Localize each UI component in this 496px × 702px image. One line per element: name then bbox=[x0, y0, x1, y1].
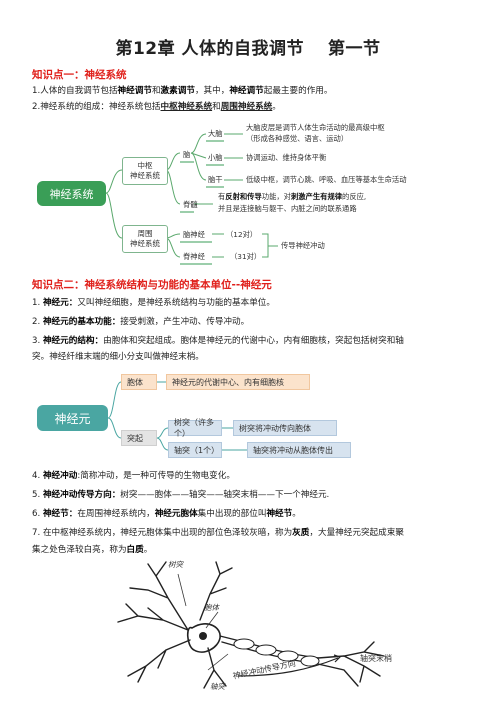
cranial-nerve-count: （12对） bbox=[226, 230, 258, 239]
spinal-desc-2: 并且是连接脑与躯干、内脏之间的联系通路 bbox=[218, 204, 357, 213]
soma-desc-node: 神经元的代谢中心、内有细胞核 bbox=[166, 374, 310, 390]
cerebellum-desc: 协调运动、维持身体平衡 bbox=[246, 153, 327, 162]
central-nervous-system: 中枢 神经系统 bbox=[122, 157, 168, 185]
chapter-title: 第12章 人体的自我调节 bbox=[115, 39, 305, 59]
mindmap2-root: 神经元 bbox=[37, 405, 108, 431]
spinal-nerve-label: 脊神经 bbox=[183, 252, 205, 261]
kp2-item6: 6. 神经节：在周围神经系统内，神经元胞体集中出现的部位叫神经节。 bbox=[32, 509, 301, 519]
kp2-item7-cont: 集之处色泽较白亮，称为白质。 bbox=[32, 545, 153, 555]
figure-label-axon-terminal: 轴突末梢 bbox=[360, 654, 392, 663]
kp2-item4: 4. 神经冲动:简称冲动，是一种可传导的生物电变化。 bbox=[32, 471, 235, 481]
figure-label-axon: 轴突 bbox=[210, 682, 225, 691]
brainstem-desc: 低级中枢，调节心跳、呼吸、血压等基本生命活动 bbox=[246, 175, 407, 184]
process-node: 突起 bbox=[121, 430, 157, 446]
spinal-desc-1: 有反射和传导功能，对刺激产生有规律的反应, bbox=[218, 192, 367, 201]
kp2-item2: 2. 神经元的基本功能：接受刺激，产生冲动、传导冲动。 bbox=[32, 317, 250, 327]
dendrite-desc-node: 树突将冲动传向胞体 bbox=[233, 420, 337, 436]
kp2-item1: 1. 神经元：又叫神经细胞，是神经系统结构与功能的基本单位。 bbox=[32, 298, 275, 308]
cerebrum-label: 大脑 bbox=[208, 129, 223, 138]
cranial-nerve-label: 脑神经 bbox=[183, 230, 205, 239]
mindmap1-root: 神经系统 bbox=[37, 181, 106, 206]
cerebrum-desc-2: （形成各种感觉、语言、运动） bbox=[246, 134, 349, 143]
axon-node: 轴突（1个） bbox=[168, 442, 222, 458]
figure-label-dendrite: 树突 bbox=[168, 560, 183, 569]
neuron-diagram bbox=[117, 561, 385, 689]
section-title: 第一节 bbox=[328, 39, 381, 59]
mindmap2-connectors bbox=[107, 381, 247, 451]
kp1-line2: 2.神经系统的组成：神经系统包括中枢神经系统和周围神经系统。 bbox=[32, 102, 281, 112]
kp2-item7: 7. 在中枢神经系统内，神经元胞体集中出现的部位色泽较灰暗，称为灰质，大量神经元… bbox=[32, 528, 404, 538]
kp2-item3-cont: 突。神经纤维末端的细小分支叫做神经末梢。 bbox=[32, 352, 204, 362]
spinal-cord-label: 脊髓 bbox=[183, 200, 198, 209]
dendrite-node: 树突（许多个） bbox=[168, 418, 222, 438]
page-title: 第12章 人体的自我调节 第一节 bbox=[0, 34, 496, 59]
peripheral-nervous-system: 周围 神经系统 bbox=[122, 225, 168, 253]
soma-node: 胞体 bbox=[121, 374, 157, 390]
axon-desc-node: 轴突将冲动从胞体传出 bbox=[247, 442, 351, 458]
cerebellum-label: 小脑 bbox=[208, 153, 223, 162]
kp2-item3: 3. 神经元的结构：由胞体和突起组成。胞体是神经元的代谢中心，内有细胞核，突起包… bbox=[32, 336, 404, 346]
spinal-nerve-count: （31对） bbox=[230, 252, 262, 261]
conduct-impulse-label: 传导神经冲动 bbox=[281, 241, 325, 250]
kp2-item5: 5. 神经冲动传导方向：树突——胞体——轴突——轴突末梢——下一个神经元. bbox=[32, 490, 330, 500]
brainstem-label: 脑干 bbox=[208, 175, 223, 184]
kp1-heading: 知识点一：神经系统 bbox=[32, 69, 127, 81]
brain-label: 脑 bbox=[183, 150, 191, 159]
figure-label-soma: 胞体 bbox=[204, 603, 219, 612]
kp1-line1: 1.人体的自我调节包括神经调节和激素调节，其中，神经调节起最主要的作用。 bbox=[32, 86, 333, 96]
kp2-heading: 知识点二：神经系统结构与功能的基本单位--神经元 bbox=[32, 279, 272, 291]
cerebrum-desc-1: 大脑皮层是调节人体生命活动的最高级中枢 bbox=[246, 123, 385, 132]
